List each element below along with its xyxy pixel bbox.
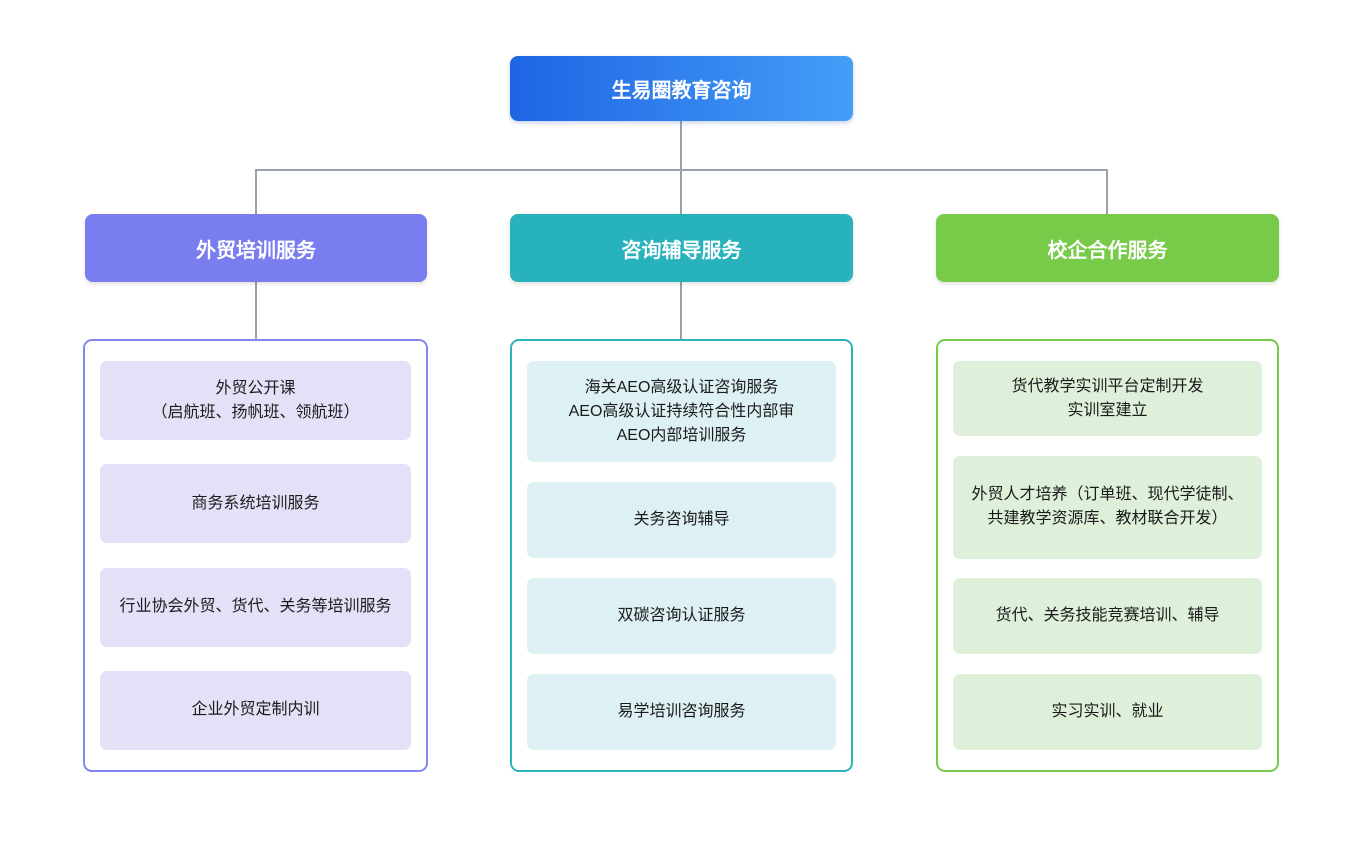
list-item: 货代、关务技能竞赛培训、辅导 — [953, 578, 1262, 655]
root-node: 生易圈教育咨询 — [510, 56, 853, 121]
branch-box-trade-training: 外贸公开课 （启航班、扬帆班、领航班） 商务系统培训服务 行业协会外贸、货代、关… — [83, 339, 428, 772]
list-item: 商务系统培训服务 — [100, 464, 411, 544]
list-item: 实习实训、就业 — [953, 673, 1262, 750]
branch-header-label: 外贸培训服务 — [196, 239, 316, 262]
connector-drop-left — [255, 169, 257, 215]
connector-sub-left — [255, 282, 257, 339]
root-node-label: 生易圈教育咨询 — [611, 80, 752, 102]
list-item: 企业外贸定制内训 — [100, 670, 411, 750]
branch-header-consulting: 咨询辅导服务 — [510, 214, 853, 282]
list-item: 行业协会外贸、货代、关务等培训服务 — [100, 567, 411, 647]
branch-box-school-enterprise: 货代教学实训平台定制开发 实训室建立 外贸人才培养（订单班、现代学徒制、共建教学… — [936, 339, 1279, 772]
connector-drop-right — [1106, 169, 1108, 215]
connector-root-stem — [680, 121, 682, 169]
list-item: 双碳咨询认证服务 — [527, 578, 836, 654]
list-item: 货代教学实训平台定制开发 实训室建立 — [953, 361, 1262, 436]
list-item: 关务咨询辅导 — [527, 482, 836, 558]
connector-drop-middle — [680, 169, 682, 215]
list-item: 外贸人才培养（订单班、现代学徒制、共建教学资源库、教材联合开发） — [953, 455, 1262, 559]
list-item: 外贸公开课 （启航班、扬帆班、领航班） — [100, 361, 411, 440]
list-item: 易学培训咨询服务 — [527, 674, 836, 750]
branch-box-consulting: 海关AEO高级认证咨询服务 AEO高级认证持续符合性内部审 AEO内部培训服务 … — [510, 339, 853, 772]
branch-header-label: 咨询辅导服务 — [621, 239, 742, 262]
connector-sub-middle — [680, 282, 682, 339]
list-item: 海关AEO高级认证咨询服务 AEO高级认证持续符合性内部审 AEO内部培训服务 — [527, 361, 836, 462]
branch-header-school-enterprise: 校企合作服务 — [936, 214, 1279, 282]
branch-header-label: 校企合作服务 — [1047, 239, 1168, 262]
branch-header-trade-training: 外贸培训服务 — [85, 214, 427, 282]
